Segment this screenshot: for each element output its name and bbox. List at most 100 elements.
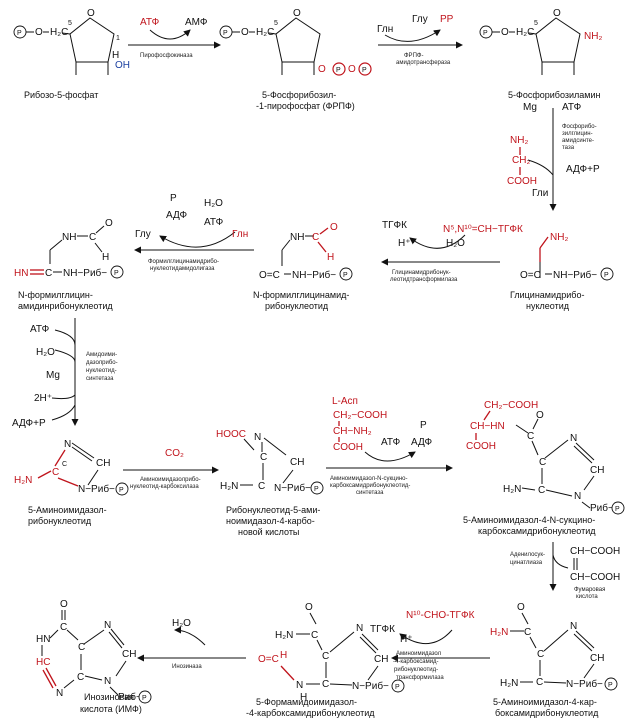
saicar-structure: CH₂−COOH CH−HN COOH C O N C CH N C H₂N Р… [466, 400, 625, 515]
h2o-input-4: H₂O [446, 238, 465, 249]
svg-text:COOH: COOH [507, 176, 537, 187]
enzyme-saicar-synthetase-2: карбоксамидрибонуклеотид- [330, 483, 410, 489]
svg-text:HN: HN [14, 268, 28, 279]
svg-text:C: C [62, 461, 67, 468]
ribose-5-phosphate-label: Рибозо-5-фосфат [24, 90, 98, 100]
gln-input: Глн [377, 24, 393, 35]
adp-output-8: АДФ [411, 437, 433, 448]
thf-output-10: ТГФК [370, 624, 395, 635]
atp-input-8: АТФ [381, 437, 401, 448]
svg-text:O: O [348, 64, 356, 75]
aicar-label-1: 5-Аминоимидазол-4-кар- [493, 697, 597, 707]
enzyme-adenylosuccinate-lyase-2: цинатлиаза [510, 560, 543, 566]
faicar-structure: O H₂N C N C CH N−Риб− P C N H O=C H [258, 602, 405, 703]
svg-text:C: C [52, 467, 59, 478]
svg-text:COOH: COOH [466, 441, 496, 452]
svg-text:N: N [254, 432, 261, 443]
svg-text:NH₂: NH₂ [584, 31, 602, 42]
svg-text:CH−COOH: CH−COOH [570, 572, 620, 583]
svg-text:Риб−: Риб− [118, 691, 142, 703]
svg-text:H: H [327, 252, 334, 263]
h2o-input-5: H₂O [204, 198, 223, 209]
svg-text:O: O [330, 222, 338, 233]
svg-text:HC: HC [36, 657, 50, 668]
enzyme-prpp-amidotransferase-2: амидотрансфераза [396, 60, 451, 66]
enzyme-air-synthetase-3: нуклеотид- [86, 368, 117, 374]
svg-text:CH: CH [96, 458, 110, 469]
svg-text:P: P [223, 30, 228, 37]
air-label-1: 5-Аминоимидазол- [28, 505, 107, 515]
faicar-label-2: -4-карбоксамидрибонуклеотид [246, 708, 375, 718]
svg-text:O: O [60, 599, 68, 610]
svg-text:C: C [539, 457, 546, 468]
svg-text:NH−Риб−: NH−Риб− [553, 269, 597, 281]
enzyme-gar-synthetase-4: таза [562, 145, 575, 151]
cair-label-2: ноимидазол-4-карбо- [226, 516, 315, 526]
svg-text:Риб−: Риб− [590, 502, 614, 514]
enzyme-gar-synthetase-1: Фосфорибо- [562, 124, 597, 130]
svg-text:O: O [553, 8, 561, 19]
gly-input: Гли [532, 188, 548, 199]
svg-text:O: O [241, 27, 249, 38]
svg-text:O: O [305, 602, 313, 613]
svg-text:N: N [296, 680, 303, 691]
svg-text:O=C: O=C [259, 270, 280, 281]
faicar-label-1: 5-Формамидоимидазол- [256, 697, 357, 707]
air-label-2: рибонуклеотид [28, 516, 92, 526]
fgam-label-2: амидинрибонуклеотид [18, 301, 113, 311]
svg-text:N: N [104, 620, 111, 631]
h2o-output-11: H₂O [172, 618, 191, 629]
imp-structure: O C HN C N CH N C N HC Риб− P [36, 599, 152, 704]
svg-text:C: C [260, 452, 267, 463]
svg-text:N: N [64, 439, 71, 450]
svg-text:P: P [119, 487, 124, 494]
mg-cofactor-1: Mg [523, 102, 537, 113]
imp-label-2: кислота (ИМФ) [80, 704, 142, 714]
svg-text:CH: CH [374, 654, 388, 665]
svg-text:NH−Риб−: NH−Риб− [292, 269, 336, 281]
pi-output-5: P [170, 193, 177, 204]
svg-text:HOOC: HOOC [216, 429, 246, 440]
svg-text:H₂N: H₂N [220, 481, 238, 492]
svg-text:C: C [537, 649, 544, 660]
adp-pi-output-3: АДФ+P [566, 164, 600, 175]
svg-text:O=C: O=C [258, 654, 279, 665]
svg-text:H₂N: H₂N [14, 475, 32, 486]
atp-input-6: АТФ [30, 324, 50, 335]
svg-text:P: P [142, 695, 147, 702]
enzyme-saicar-synthetase-3: синтетаза [356, 490, 384, 496]
svg-text:O: O [517, 602, 525, 613]
svg-text:NH: NH [290, 232, 304, 243]
atp-input: АТФ [140, 17, 160, 28]
svg-text:O: O [293, 8, 301, 19]
prpp-structure: P O H₂C O O P O P 5 [219, 8, 372, 76]
svg-text:5: 5 [274, 20, 278, 27]
prpp-label-line1: 5-Фосфорибозил- [262, 90, 336, 100]
svg-text:C: C [312, 232, 319, 243]
gar-structure: NH₂ O=C NH−Риб− P [520, 232, 614, 281]
methenyl-thf-input: N⁵,N¹⁰=CH−ТГФК [443, 224, 523, 235]
pi-output-8: P [420, 420, 427, 431]
air-structure: N CH N−Риб− P C H₂N C [14, 439, 129, 496]
h2o-input-6: H₂O [36, 347, 55, 358]
asp-input: L-Асп [332, 396, 358, 407]
hplus-output-4: H⁺ [398, 238, 411, 249]
svg-text:H₂C: H₂C [50, 27, 68, 38]
svg-text:P: P [17, 30, 22, 37]
co2-input: CO₂ [165, 448, 184, 459]
enzyme-adenylosuccinate-lyase-1: Аденилосук- [510, 552, 545, 558]
enzyme-air-carboxylase-2: нуклеотид-карбоксилаза [130, 484, 199, 490]
svg-text:P: P [114, 270, 119, 277]
enzyme-air-synthetase-1: Амидоими- [86, 352, 117, 358]
enzyme-gar-transformylase-2: леотидтрансформилаза [390, 277, 458, 283]
gar-label-2: нуклеотид [526, 301, 570, 311]
svg-text:O: O [105, 218, 113, 229]
saicar-label-1: 5-Аминоимидазол-4-N-сукцино- [463, 515, 595, 525]
svg-text:H: H [300, 692, 307, 703]
svg-text:COOH: COOH [333, 442, 363, 453]
adp-pi-output-6: АДФ+P [12, 418, 46, 429]
svg-text:CH−COOH: CH−COOH [570, 546, 620, 557]
cair-label-1: Рибонуклеотид-5-ами- [226, 505, 320, 515]
enzyme-prpp-synthetase: Пирофосфокиназа [140, 53, 193, 59]
enzyme-aicar-transformylase-4: трансформилаза [396, 675, 444, 681]
